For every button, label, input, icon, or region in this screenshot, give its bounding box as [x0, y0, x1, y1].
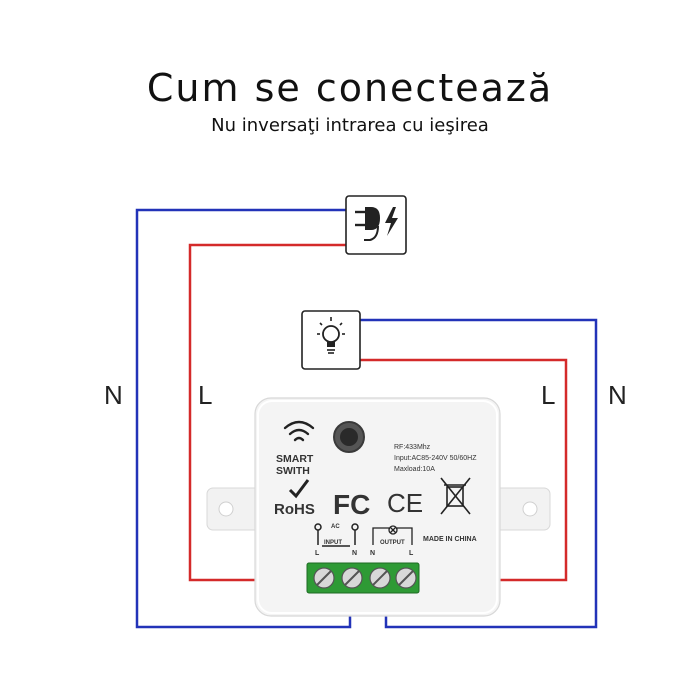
terminal-screw-3[interactable]: [369, 567, 391, 589]
wifi-icon: [283, 420, 315, 442]
output-label: OUTPUT: [380, 540, 405, 546]
page-subtitle: Nu inversaţi intrarea cu ieşirea: [211, 115, 489, 136]
brand-line-2: SWITH: [276, 465, 310, 477]
brand-line-1: SMART: [276, 453, 314, 465]
input-terminal-markings: [314, 523, 359, 547]
terminal-screw-2[interactable]: [341, 567, 363, 589]
recycle-bin-crossed-icon: [440, 477, 471, 515]
input-label: INPUT: [324, 540, 342, 546]
max-load-spec: Maxload:10A: [394, 466, 435, 473]
checkmark-icon: [288, 479, 310, 499]
terminal-label-4: L: [409, 550, 414, 557]
terminal-screw-1[interactable]: [313, 567, 335, 589]
made-in-label: MADE IN CHINA: [423, 536, 477, 543]
right-live-label: L: [541, 380, 555, 410]
light-bulb-icon: [301, 310, 361, 370]
rf-spec: RF:433Mhz: [394, 444, 431, 451]
pairing-button[interactable]: [333, 421, 365, 453]
right-neutral-label: N: [608, 380, 627, 410]
smart-switch-device: [206, 397, 551, 617]
terminal-label-1: L: [315, 550, 320, 557]
terminal-label-2: N: [352, 550, 357, 557]
left-live-label: L: [198, 380, 212, 410]
rohs-mark: RoHS: [274, 501, 315, 518]
input-spec: Input:AC85-240V 50/60HZ: [394, 455, 477, 462]
terminal-block: [306, 562, 420, 594]
left-neutral-label: N: [104, 380, 123, 410]
fcc-mark: FC: [333, 489, 370, 520]
ce-mark: CE: [387, 488, 423, 518]
ac-label: AC: [331, 524, 340, 530]
terminal-screw-4[interactable]: [395, 567, 417, 589]
output-terminal-markings: [372, 525, 413, 545]
terminal-label-3: N: [370, 550, 375, 557]
power-plug-icon: [345, 195, 407, 255]
page-title: Cum se conectează: [146, 66, 554, 110]
